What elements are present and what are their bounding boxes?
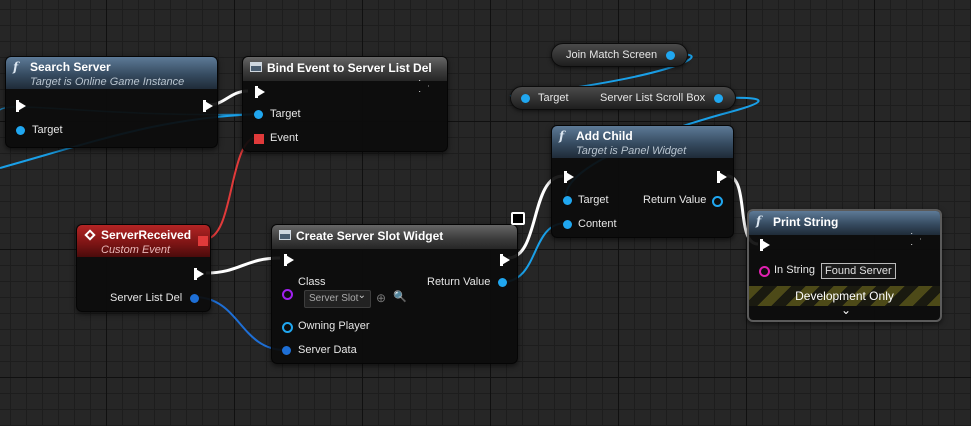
add-child-node[interactable]: f Add Child Target is Panel Widget Targe… xyxy=(551,125,734,238)
function-icon: f xyxy=(756,214,762,228)
exec-out-pin[interactable] xyxy=(430,86,442,98)
bind-event-node[interactable]: Bind Event to Server List Del Target Eve… xyxy=(242,56,448,152)
in-string-input[interactable]: Found Server xyxy=(821,263,896,279)
dropdown-chevron-icon: ⌄ xyxy=(357,290,366,301)
event-icon xyxy=(84,229,96,241)
exec-out-pin[interactable] xyxy=(922,239,934,251)
server-data-pin[interactable] xyxy=(282,346,291,355)
exec-wire xyxy=(205,256,281,275)
bind-event-title: Bind Event to Server List Del xyxy=(267,61,432,75)
event-label: Event xyxy=(270,132,299,144)
server-received-node[interactable]: ServerReceived Custom Event Server List … xyxy=(76,224,211,312)
owning-player-label: Owning Player xyxy=(298,320,370,332)
exec-out-pin[interactable] xyxy=(203,100,213,112)
content-label: Content xyxy=(578,218,617,230)
return-value-label: Return Value xyxy=(643,194,707,206)
exec-out-pin[interactable] xyxy=(717,171,727,183)
development-only-banner: Development Only xyxy=(749,286,940,306)
server-list-del-label: Server List Del xyxy=(110,292,183,304)
widget-icon xyxy=(279,230,291,240)
event-pin[interactable] xyxy=(254,134,264,144)
search-icon[interactable]: 🔍 xyxy=(393,291,407,303)
class-dropdown-value: Server Slot xyxy=(309,293,359,304)
return-value-label: Return Value xyxy=(427,276,491,288)
expand-chevron-icon[interactable]: ⌄ xyxy=(841,303,852,317)
output-pin[interactable] xyxy=(666,51,675,60)
create-widget-header: Create Server Slot Widget xyxy=(272,225,517,249)
owning-player-pin[interactable] xyxy=(282,322,293,333)
add-child-header: f Add Child Target is Panel Widget xyxy=(552,126,733,158)
delegate-wire xyxy=(204,136,259,240)
add-child-subtitle: Target is Panel Widget xyxy=(576,145,687,157)
create-widget-node[interactable]: Create Server Slot Widget Class Server S… xyxy=(271,224,518,364)
search-server-header: f Search Server Target is Online Game In… xyxy=(6,57,217,89)
exec-in-pin[interactable] xyxy=(760,239,770,251)
target-label: Target xyxy=(578,194,609,206)
target-label: Target xyxy=(270,108,301,120)
target-pin[interactable] xyxy=(254,110,263,119)
content-pin[interactable] xyxy=(563,220,572,229)
print-string-node[interactable]: f Print String In String Found Server De… xyxy=(747,209,942,322)
print-string-header: f Print String xyxy=(749,211,940,235)
print-string-title: Print String xyxy=(773,215,839,229)
exec-out-pin[interactable] xyxy=(500,254,510,266)
exec-in-pin[interactable] xyxy=(16,100,26,112)
target-pin[interactable] xyxy=(521,94,530,103)
target-pin[interactable] xyxy=(563,196,572,205)
browse-icon[interactable]: ⊕ xyxy=(376,291,387,305)
output-pin[interactable] xyxy=(714,94,723,103)
server-list-del-pin[interactable] xyxy=(190,294,199,303)
return-value-pin[interactable] xyxy=(498,278,507,287)
class-label: Class xyxy=(298,276,326,288)
exec-in-pin[interactable] xyxy=(564,171,574,183)
class-pin[interactable] xyxy=(282,289,293,300)
server-list-scroll-box-label: Server List Scroll Box xyxy=(600,92,706,104)
exec-in-pin[interactable] xyxy=(284,254,294,266)
search-server-node[interactable]: f Search Server Target is Online Game In… xyxy=(5,56,218,148)
server-received-subtitle: Custom Event xyxy=(101,244,171,256)
delegate-out-pin[interactable] xyxy=(198,236,208,246)
join-match-screen-variable[interactable]: Join Match Screen xyxy=(551,43,688,67)
server-data-label: Server Data xyxy=(298,344,357,356)
exec-out-pin[interactable] xyxy=(194,268,204,280)
class-dropdown[interactable]: Server Slot ⌄ xyxy=(304,290,371,308)
function-icon: f xyxy=(13,60,19,74)
server-received-header: ServerReceived Custom Event xyxy=(77,225,210,257)
in-string-pin[interactable] xyxy=(759,266,770,277)
create-widget-title: Create Server Slot Widget xyxy=(296,229,444,243)
search-server-subtitle: Target is Online Game Instance xyxy=(30,76,185,88)
exec-in-pin[interactable] xyxy=(255,86,265,98)
return-value-pin[interactable] xyxy=(712,196,723,207)
add-child-title: Add Child xyxy=(576,129,633,143)
target-pin[interactable] xyxy=(16,126,25,135)
target-label: Target xyxy=(32,124,63,136)
function-icon: f xyxy=(559,129,565,143)
node-icon xyxy=(250,62,262,72)
search-server-title: Search Server xyxy=(30,60,111,74)
bind-event-header: Bind Event to Server List Del xyxy=(243,57,447,81)
server-received-title: ServerReceived xyxy=(101,228,192,242)
in-string-label: In String xyxy=(774,264,815,276)
target-label: Target xyxy=(538,92,569,104)
server-list-scroll-box-node[interactable]: Target Server List Scroll Box xyxy=(510,86,736,110)
widget-preview-icon xyxy=(511,212,525,225)
join-match-screen-label: Join Match Screen xyxy=(566,49,658,61)
